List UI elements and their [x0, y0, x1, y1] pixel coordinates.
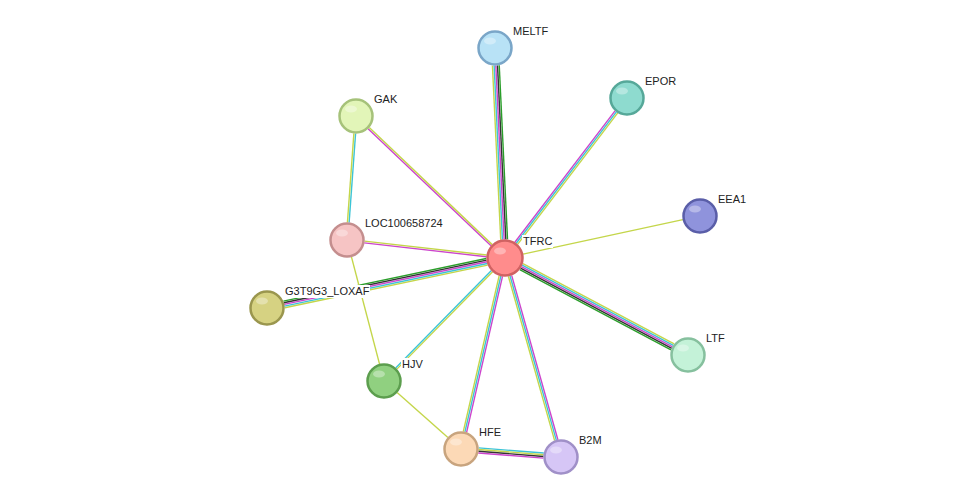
- interaction-line: [508, 276, 554, 440]
- node-highlight: [677, 345, 689, 352]
- edge-group: [351, 257, 379, 364]
- node-circle: [443, 431, 479, 467]
- edge-group: [364, 241, 486, 257]
- node-highlight: [450, 439, 462, 446]
- protein-node: EEA1: [682, 198, 718, 234]
- interaction-line: [521, 267, 672, 347]
- interaction-line: [521, 268, 672, 348]
- interaction-line: [364, 241, 486, 255]
- node-disc: [545, 441, 578, 474]
- node-disc: [331, 224, 364, 257]
- node-disc: [368, 365, 401, 398]
- interaction-line: [397, 272, 493, 369]
- node-highlight: [373, 371, 385, 378]
- interaction-line: [463, 276, 499, 432]
- protein-node: TFRC: [486, 239, 524, 277]
- edge-group: [478, 448, 544, 458]
- edge-group: [283, 258, 487, 307]
- interaction-line: [364, 243, 486, 257]
- node-circle: [670, 337, 706, 373]
- interaction-line: [520, 270, 671, 350]
- interaction-line: [499, 65, 507, 239]
- interaction-line: [285, 265, 488, 308]
- interaction-line: [397, 393, 448, 438]
- interaction-line: [498, 65, 506, 239]
- interaction-line: [465, 276, 501, 432]
- edge-group: [492, 65, 507, 239]
- edge-group: [508, 275, 558, 440]
- interaction-line: [351, 257, 379, 364]
- node-highlight: [550, 447, 562, 454]
- node-circle: [543, 439, 579, 475]
- node-disc: [445, 433, 478, 466]
- node-circle: [366, 363, 402, 399]
- edge-group: [520, 264, 674, 350]
- node-circle: [338, 98, 374, 134]
- protein-node: EPOR: [609, 80, 645, 116]
- node-circle: [477, 30, 513, 66]
- node-label: GAK: [373, 93, 398, 106]
- node-circle: [486, 239, 524, 277]
- node-label: LTF: [705, 332, 726, 345]
- protein-node: GAK: [338, 98, 374, 134]
- interaction-line: [284, 260, 487, 303]
- interaction-line: [522, 265, 673, 345]
- node-label: LOC100658724: [364, 217, 444, 230]
- node-highlight: [494, 248, 506, 255]
- node-highlight: [616, 88, 628, 95]
- node-disc: [340, 100, 373, 133]
- node-circle: [249, 290, 285, 326]
- edge-group: [463, 276, 502, 433]
- edge-group: [347, 133, 355, 222]
- interaction-line: [396, 271, 492, 368]
- interaction-line: [515, 111, 615, 242]
- interaction-line: [467, 276, 503, 432]
- node-label: G3T9G3_LOXAF: [284, 285, 370, 298]
- node-label: HJV: [401, 358, 424, 371]
- interaction-line: [283, 258, 486, 301]
- protein-node: HFE: [443, 431, 479, 467]
- node-highlight: [256, 298, 268, 305]
- node-label: EPOR: [644, 75, 677, 88]
- node-label: EEA1: [717, 193, 747, 206]
- node-disc: [684, 200, 717, 233]
- interaction-line: [284, 263, 487, 306]
- node-label: TFRC: [522, 235, 553, 248]
- node-circle: [329, 222, 365, 258]
- protein-node: LTF: [670, 337, 706, 373]
- protein-node: MELTF: [477, 30, 513, 66]
- node-disc: [251, 292, 284, 325]
- edge-group: [397, 393, 448, 438]
- node-disc: [479, 32, 512, 65]
- interaction-line: [478, 453, 543, 458]
- interaction-line: [512, 275, 558, 439]
- interaction-line: [516, 112, 616, 243]
- node-label: MELTF: [512, 25, 549, 38]
- interaction-line: [347, 133, 353, 222]
- node-disc: [488, 241, 523, 276]
- protein-node: B2M: [543, 439, 579, 475]
- node-circle: [609, 80, 645, 116]
- node-circle: [682, 198, 718, 234]
- edge-group: [396, 271, 493, 370]
- protein-node: HJV: [366, 363, 402, 399]
- interaction-line: [284, 262, 487, 305]
- node-disc: [611, 82, 644, 115]
- node-highlight: [689, 206, 701, 213]
- protein-node: G3T9G3_LOXAF: [249, 290, 285, 326]
- node-label: B2M: [578, 434, 603, 447]
- interaction-line: [510, 276, 556, 440]
- interaction-line: [518, 113, 618, 244]
- protein-node: LOC100658724: [329, 222, 365, 258]
- edge-group: [515, 111, 618, 244]
- interaction-line: [523, 264, 674, 344]
- node-highlight: [484, 38, 496, 45]
- node-label: HFE: [478, 426, 502, 439]
- node-highlight: [336, 230, 348, 237]
- node-disc: [672, 339, 705, 372]
- node-highlight: [345, 106, 357, 113]
